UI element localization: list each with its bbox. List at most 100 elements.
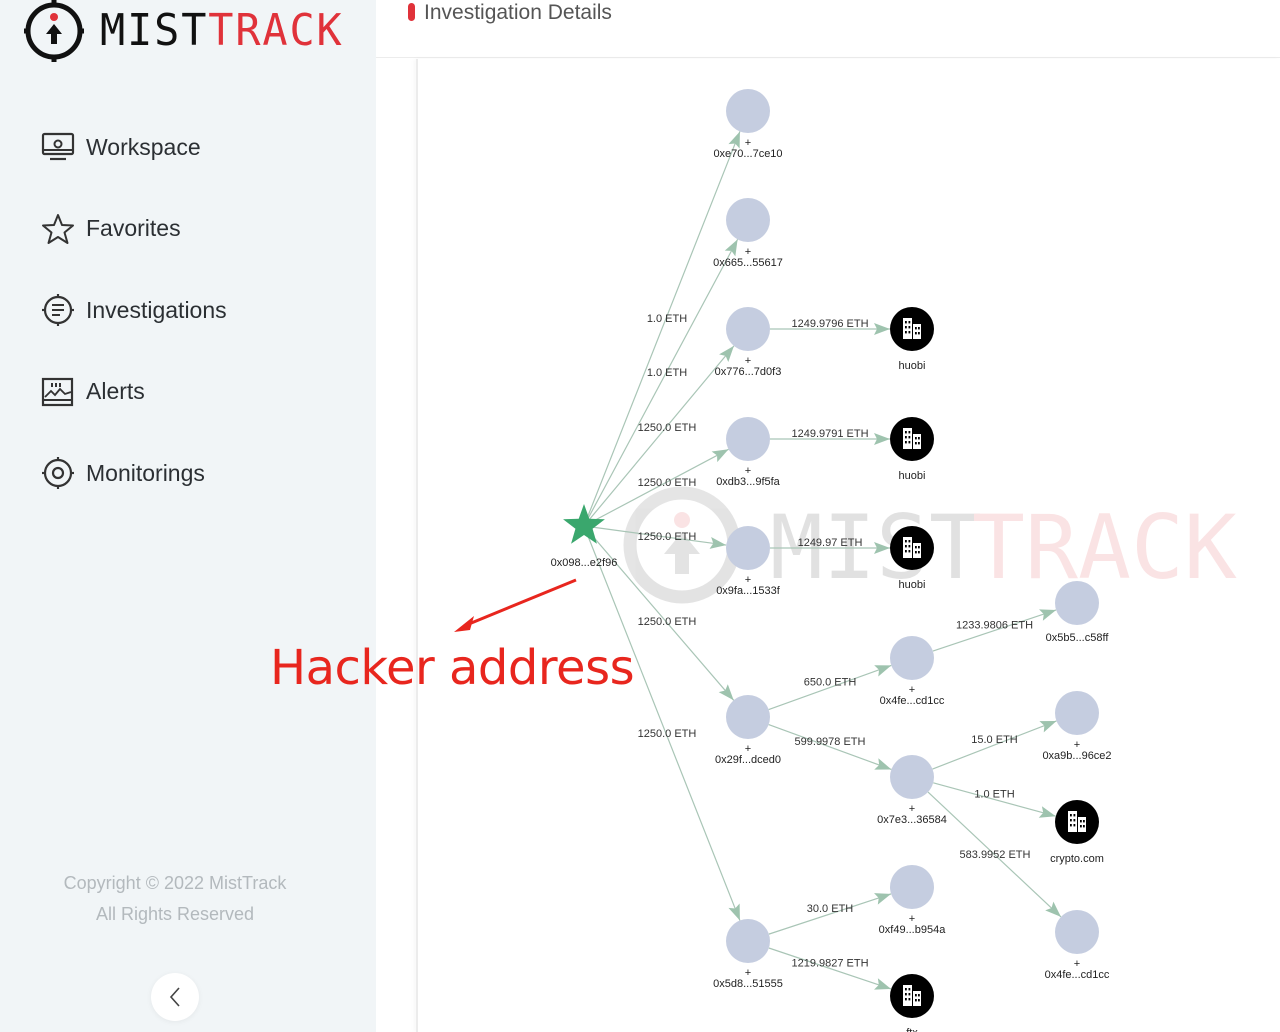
edge-m2-r2[interactable]: 15.0 ETH bbox=[932, 720, 1057, 770]
node-address[interactable]: +0x4fe...cd1cc bbox=[1045, 910, 1110, 981]
edge-line[interactable] bbox=[768, 893, 892, 935]
edge-line[interactable] bbox=[587, 525, 727, 546]
edge-root-n7[interactable]: 1250.0 ETH bbox=[584, 529, 741, 921]
expand-plus-icon[interactable]: + bbox=[745, 355, 751, 367]
node-address[interactable]: +0x776...7d0f3 bbox=[715, 307, 782, 378]
node-address[interactable]: +0x9fa...1533f bbox=[716, 526, 781, 597]
address-node-circle[interactable] bbox=[726, 417, 770, 461]
node-address[interactable]: +0xf49...b954a bbox=[879, 865, 947, 936]
node-exchange[interactable]: ftx bbox=[890, 974, 934, 1032]
edge-arrowhead bbox=[874, 542, 890, 554]
expand-plus-icon[interactable]: + bbox=[745, 574, 751, 586]
expand-plus-icon[interactable]: + bbox=[745, 246, 751, 258]
sidebar-item-label: Favorites bbox=[86, 215, 181, 242]
address-node-circle[interactable] bbox=[1055, 910, 1099, 954]
edge-line[interactable] bbox=[932, 609, 1057, 652]
building-icon bbox=[903, 318, 921, 339]
address-node-circle[interactable] bbox=[1055, 691, 1099, 735]
edge-line[interactable] bbox=[768, 723, 892, 771]
node-address[interactable]: +0x7e3...36584 bbox=[877, 755, 947, 826]
edge-line[interactable] bbox=[932, 720, 1057, 770]
edge-root-n3[interactable]: 1250.0 ETH bbox=[586, 345, 735, 524]
watermark-arrow bbox=[664, 532, 700, 574]
node-exchange[interactable]: huobi bbox=[890, 307, 934, 372]
edge-line[interactable] bbox=[768, 664, 892, 711]
copyright-line2: All Rights Reserved bbox=[95, 904, 255, 924]
edge-line[interactable] bbox=[586, 528, 735, 701]
edge-n6-m1[interactable]: 650.0 ETH bbox=[768, 664, 892, 711]
edge-root-n4[interactable]: 1250.0 ETH bbox=[587, 448, 729, 525]
edge-n7-ftx[interactable]: 1219.9827 ETH bbox=[768, 947, 892, 990]
node-exchange[interactable]: huobi bbox=[890, 526, 934, 591]
node-address[interactable]: +0xa9b...96ce2 bbox=[1042, 691, 1112, 762]
sidebar-item-alerts[interactable]: Alerts bbox=[40, 363, 227, 421]
address-node-circle[interactable] bbox=[726, 526, 770, 570]
node-address[interactable]: 0x5b5...c58ff bbox=[1046, 581, 1110, 644]
edge-line[interactable] bbox=[933, 782, 1056, 817]
expand-plus-icon[interactable]: + bbox=[909, 684, 915, 696]
edge-line[interactable] bbox=[584, 131, 741, 523]
edge-arrowhead bbox=[1039, 720, 1057, 733]
edge-arrowhead bbox=[874, 758, 892, 770]
collapse-sidebar-button[interactable] bbox=[151, 973, 199, 1021]
edge-arrowhead bbox=[874, 323, 890, 335]
edge-n4-h2[interactable]: 1249.9791 ETH bbox=[770, 428, 890, 445]
address-node-circle[interactable] bbox=[726, 198, 770, 242]
edge-n5-h3[interactable]: 1249.97 ETH bbox=[770, 537, 890, 554]
node-address[interactable]: +0xe70...7ce10 bbox=[713, 89, 783, 160]
edge-line[interactable] bbox=[585, 239, 739, 523]
address-node-circle[interactable] bbox=[726, 695, 770, 739]
node-address[interactable]: +0xdb3...9f5fa bbox=[716, 417, 781, 488]
edge-n6-m2[interactable]: 599.9978 ETH bbox=[768, 723, 892, 771]
edge-line[interactable] bbox=[584, 529, 741, 921]
sidebar-item-monitorings[interactable]: Monitorings bbox=[40, 444, 227, 502]
sidebar-item-favorites[interactable]: Favorites bbox=[40, 200, 227, 258]
edge-amount-label: 1249.9791 ETH bbox=[791, 428, 868, 440]
edge-n7-m3[interactable]: 30.0 ETH bbox=[768, 893, 892, 935]
node-exchange[interactable]: huobi bbox=[890, 417, 934, 482]
edge-n3-h1[interactable]: 1249.9796 ETH bbox=[770, 318, 890, 335]
sidebar-item-investigations[interactable]: Investigations bbox=[40, 281, 227, 339]
node-address[interactable]: +0x665...55617 bbox=[713, 198, 783, 269]
edge-root-n2[interactable]: 1.0 ETH bbox=[585, 239, 739, 523]
address-node-circle[interactable] bbox=[1055, 581, 1099, 625]
expand-plus-icon[interactable]: + bbox=[745, 743, 751, 755]
address-node-circle[interactable] bbox=[726, 307, 770, 351]
expand-plus-icon[interactable]: + bbox=[909, 913, 915, 925]
node-address[interactable]: +0x4fe...cd1cc bbox=[880, 636, 945, 707]
node-exchange[interactable]: crypto.com bbox=[1050, 800, 1104, 865]
node-address[interactable]: +0x5d8...51555 bbox=[713, 919, 783, 990]
edge-amount-label: 1219.9827 ETH bbox=[791, 958, 868, 970]
address-node-circle[interactable] bbox=[726, 919, 770, 963]
logo[interactable]: MISTTRACK bbox=[22, 0, 356, 62]
edge-line[interactable] bbox=[927, 791, 1062, 918]
edge-root-n6[interactable]: 1250.0 ETH bbox=[586, 528, 735, 701]
hacker-star-icon[interactable] bbox=[563, 504, 605, 544]
expand-plus-icon[interactable]: + bbox=[1074, 739, 1080, 751]
edge-line[interactable] bbox=[586, 345, 735, 524]
address-node-circle[interactable] bbox=[890, 865, 934, 909]
expand-plus-icon[interactable]: + bbox=[909, 803, 915, 815]
node-address[interactable]: +0x29f...dced0 bbox=[715, 695, 781, 766]
sidebar-item-workspace[interactable]: Workspace bbox=[40, 118, 227, 176]
edge-m2-cdc[interactable]: 1.0 ETH bbox=[933, 782, 1056, 818]
edge-root-n1[interactable]: 1.0 ETH bbox=[584, 131, 741, 523]
address-node-circle[interactable] bbox=[726, 89, 770, 133]
node-hacker[interactable]: 0x098...e2f96 bbox=[551, 504, 618, 569]
expand-plus-icon[interactable]: + bbox=[745, 137, 751, 149]
edge-m2-r3[interactable]: 583.9952 ETH bbox=[927, 791, 1062, 918]
copyright-line1: Copyright © 2022 MistTrack bbox=[63, 873, 287, 893]
expand-plus-icon[interactable]: + bbox=[745, 967, 751, 979]
edge-arrowhead bbox=[709, 537, 727, 549]
expand-plus-icon[interactable]: + bbox=[745, 465, 751, 477]
address-node-circle[interactable] bbox=[890, 636, 934, 680]
node-label: 0x5b5...c58ff bbox=[1046, 632, 1110, 644]
edge-line[interactable] bbox=[768, 947, 892, 990]
address-node-circle[interactable] bbox=[890, 755, 934, 799]
edge-root-n5[interactable]: 1250.0 ETH bbox=[587, 525, 727, 549]
edge-m1-r1[interactable]: 1233.9806 ETH bbox=[932, 609, 1057, 652]
expand-plus-icon[interactable]: + bbox=[1074, 958, 1080, 970]
edge-line[interactable] bbox=[587, 448, 729, 525]
